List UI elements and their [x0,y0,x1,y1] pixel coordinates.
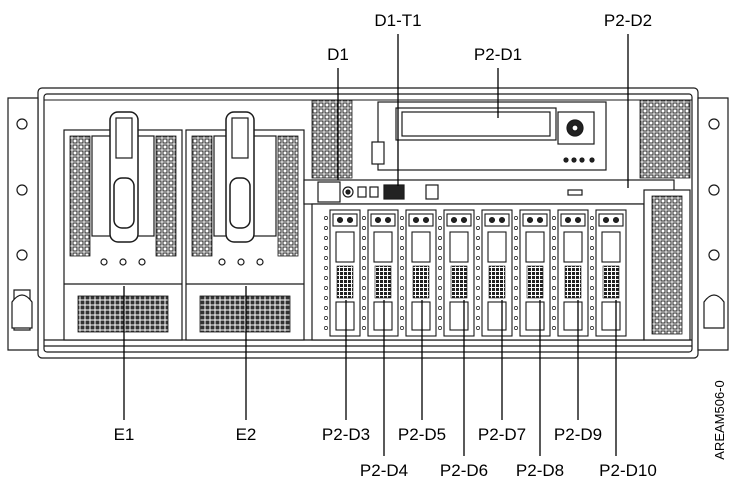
disk-bay [476,209,513,337]
power-supply-e2 [185,111,305,341]
figure-id: AREAM506-0 [712,380,727,459]
label-d1-t1: D1-T1 [374,11,421,30]
label-e1: E1 [114,425,135,444]
leader-lines [123,34,629,456]
disk-bay [552,209,589,337]
disk-bays [324,209,627,337]
label-p2-d1: P2-D1 [474,45,522,64]
label-p2-d5: P2-D5 [398,425,446,444]
disk-bay [362,209,399,337]
upper-vent-right [639,99,691,179]
label-d1: D1 [327,45,349,64]
label-p2-d2: P2-D2 [604,11,652,30]
label-p2-d6: P2-D6 [440,461,488,480]
right-rack-ear [697,97,729,351]
disk-bay [324,209,361,337]
power-supply-e1 [63,111,183,341]
label-p2-d4: P2-D4 [360,461,408,480]
label-e2: E2 [236,425,257,444]
left-rack-ear [7,97,39,351]
disk-bay [514,209,551,337]
media-bay-row [303,179,675,205]
label-p2-d10: P2-D10 [599,461,657,480]
label-p2-d3: P2-D3 [322,425,370,444]
tape-drive-p2-d1 [371,101,607,171]
upper-vent-left [311,99,353,179]
label-p2-d9: P2-D9 [554,425,602,444]
label-p2-d7: P2-D7 [478,425,526,444]
disk-bay [590,209,627,337]
label-p2-d8: P2-D8 [516,461,564,480]
disk-bay [438,209,475,337]
disk-bay [400,209,437,337]
